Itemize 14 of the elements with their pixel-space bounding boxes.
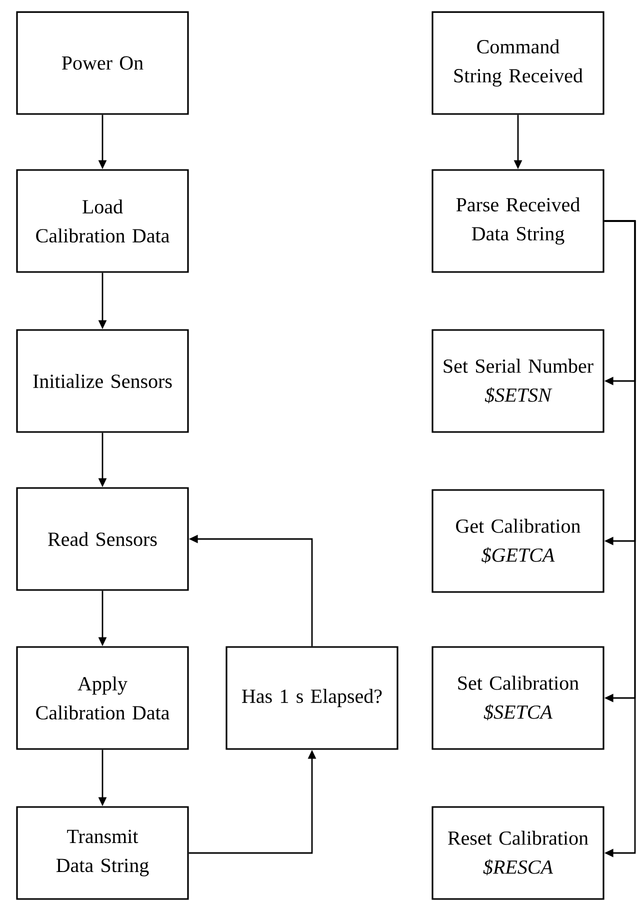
arrow bbox=[604, 220, 636, 858]
process-box: Set Serial Number $SETSN bbox=[432, 329, 604, 433]
process-box: Command String Received bbox=[432, 11, 604, 115]
process-box: Initialize Sensors bbox=[16, 329, 189, 433]
process-box: Parse Received Data String bbox=[432, 169, 604, 273]
process-box: Get Calibration $GETCA bbox=[432, 489, 604, 593]
process-box: Read Sensors bbox=[16, 487, 189, 591]
process-box: Apply Calibration Data bbox=[16, 646, 189, 750]
process-box: Transmit Data String bbox=[16, 806, 189, 900]
process-box: Set Calibration $SETCA bbox=[432, 646, 604, 750]
process-box: Has 1 s Elapsed? bbox=[226, 646, 398, 750]
process-box: Load Calibration Data bbox=[16, 169, 189, 273]
process-box: Power On bbox=[16, 11, 189, 115]
process-box: Reset Calibration $RESCA bbox=[432, 806, 604, 900]
